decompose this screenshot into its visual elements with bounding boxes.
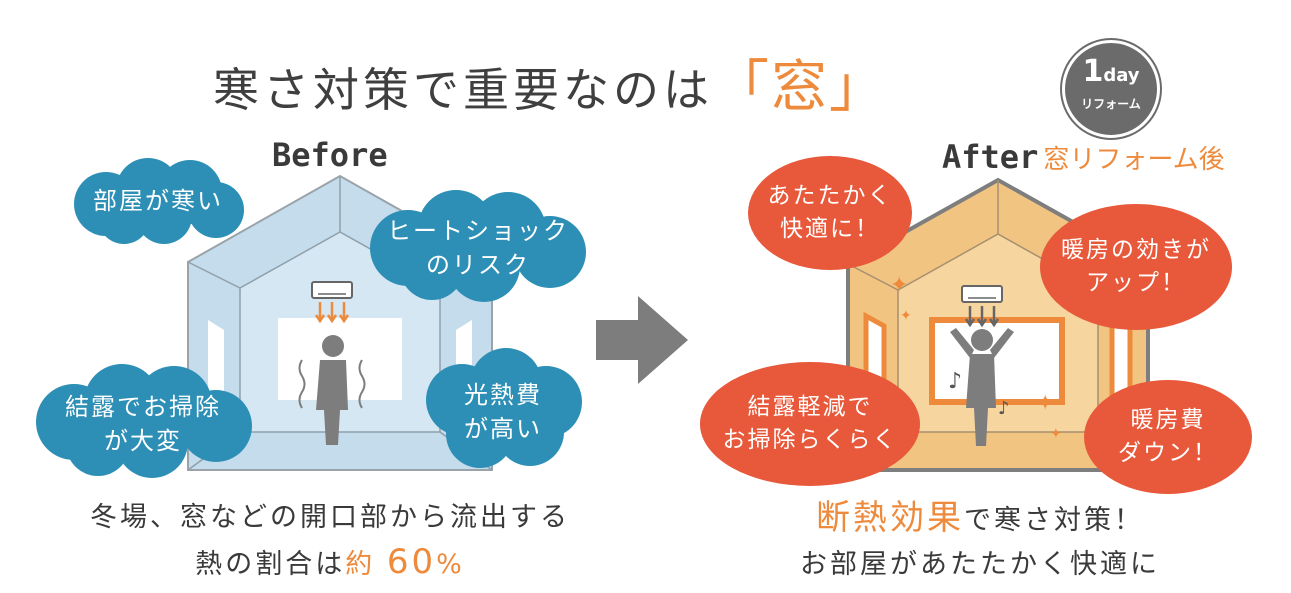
- badge-sub: リフォーム: [1081, 97, 1141, 111]
- bubble-2: 暖房の効きがアップ！: [1040, 204, 1232, 330]
- cloud-2-line1: ヒートショック: [387, 217, 569, 245]
- after-sublabel: 窓リフォーム後: [1043, 145, 1225, 175]
- air-conditioner-icon: [311, 281, 353, 299]
- after-caption-accent: 断熱効果: [816, 498, 964, 538]
- cloud-4-line1: 光熱費: [464, 381, 542, 409]
- bubble-4-line1: 暖房費: [1130, 407, 1206, 433]
- cool-air-arrows-icon: [314, 302, 350, 324]
- happy-person-icon: [950, 328, 1014, 446]
- cloud-2-text: ヒートショックのリスク: [364, 214, 592, 282]
- sparkle-left-small-icon: ✦: [900, 308, 912, 324]
- before-caption-unit: %: [436, 549, 465, 580]
- shiver-lines-icon: [298, 359, 366, 409]
- cold-person-icon: [316, 335, 348, 445]
- cloud-4-line2: が高い: [464, 415, 542, 443]
- badge-number: 1: [1082, 54, 1104, 89]
- warm-air-arrows-icon: [964, 306, 1000, 328]
- before-caption-prefix: 熱の割合は: [195, 549, 346, 580]
- before-caption-line1: 冬場、窓などの開口部から流出する: [90, 502, 570, 533]
- before-caption: 冬場、窓などの開口部から流出する 熱の割合は約 60%: [50, 496, 610, 587]
- bubble-3: 結露軽減でお掃除らくらく: [700, 362, 920, 486]
- after-label: After: [942, 138, 1039, 176]
- bubble-4: 暖房費ダウン！: [1084, 380, 1252, 494]
- cloud-1-line1: 部屋が寒い: [93, 187, 223, 215]
- bubble-1-line2: 快適に！: [780, 216, 880, 242]
- sparkle-left-icon: ✦: [890, 273, 908, 298]
- cloud-3: [36, 364, 252, 478]
- cloud-1: [74, 158, 244, 244]
- after-air-conditioner-icon: [961, 285, 1003, 303]
- bubble-2-line2: アップ！: [1086, 270, 1186, 296]
- before-caption-value: 60: [386, 542, 437, 582]
- sparkle-right-small-icon: ✦: [1050, 426, 1062, 442]
- bubble-3-line1: 結露軽減で: [747, 394, 873, 420]
- bubble-2-line1: 暖房の効きが: [1061, 237, 1211, 263]
- after-heading: After 窓リフォーム後: [942, 138, 1225, 176]
- cloud-3-line1: 結露でお掃除: [65, 393, 221, 421]
- title-accent: 「窓」: [713, 55, 887, 120]
- sparkle-right-icon: ✦: [1036, 391, 1054, 416]
- cloud-4-text: 光熱費が高い: [420, 378, 586, 446]
- one-day-reform-badge: 1day リフォーム: [1062, 40, 1160, 138]
- after-caption-line2: お部屋があたたかく快適に: [800, 549, 1160, 580]
- cloud-2-line2: のリスク: [426, 251, 530, 279]
- bubble-3-line2: お掃除らくらく: [722, 427, 898, 453]
- right-arrow-icon: [596, 296, 688, 384]
- bubble-1-line1: あたたかく: [767, 183, 893, 209]
- music-note-icon: ♪: [948, 369, 962, 394]
- cloud-4: [426, 348, 582, 468]
- cloud-1-text: 部屋が寒い: [66, 184, 250, 218]
- before-label: Before: [272, 136, 388, 174]
- after-caption: 断熱効果で寒さ対策！ お部屋があたたかく快適に: [720, 496, 1240, 587]
- bubble-4-line2: ダウン！: [1118, 440, 1218, 466]
- after-caption-rest: で寒さ対策！: [964, 505, 1144, 536]
- title-main: 寒さ対策で重要なのは: [213, 63, 713, 117]
- page-title: 寒さ対策で重要なのは「窓」: [0, 42, 1100, 123]
- music-note-small-icon: ♪: [998, 398, 1010, 419]
- before-caption-accent: 約: [345, 549, 376, 580]
- badge-unit: day: [1103, 65, 1140, 86]
- cloud-2: [370, 190, 586, 302]
- cloud-3-line2: が大変: [104, 427, 182, 455]
- bubble-1: あたたかく快適に！: [748, 156, 912, 270]
- cloud-3-text: 結露でお掃除が大変: [28, 390, 258, 458]
